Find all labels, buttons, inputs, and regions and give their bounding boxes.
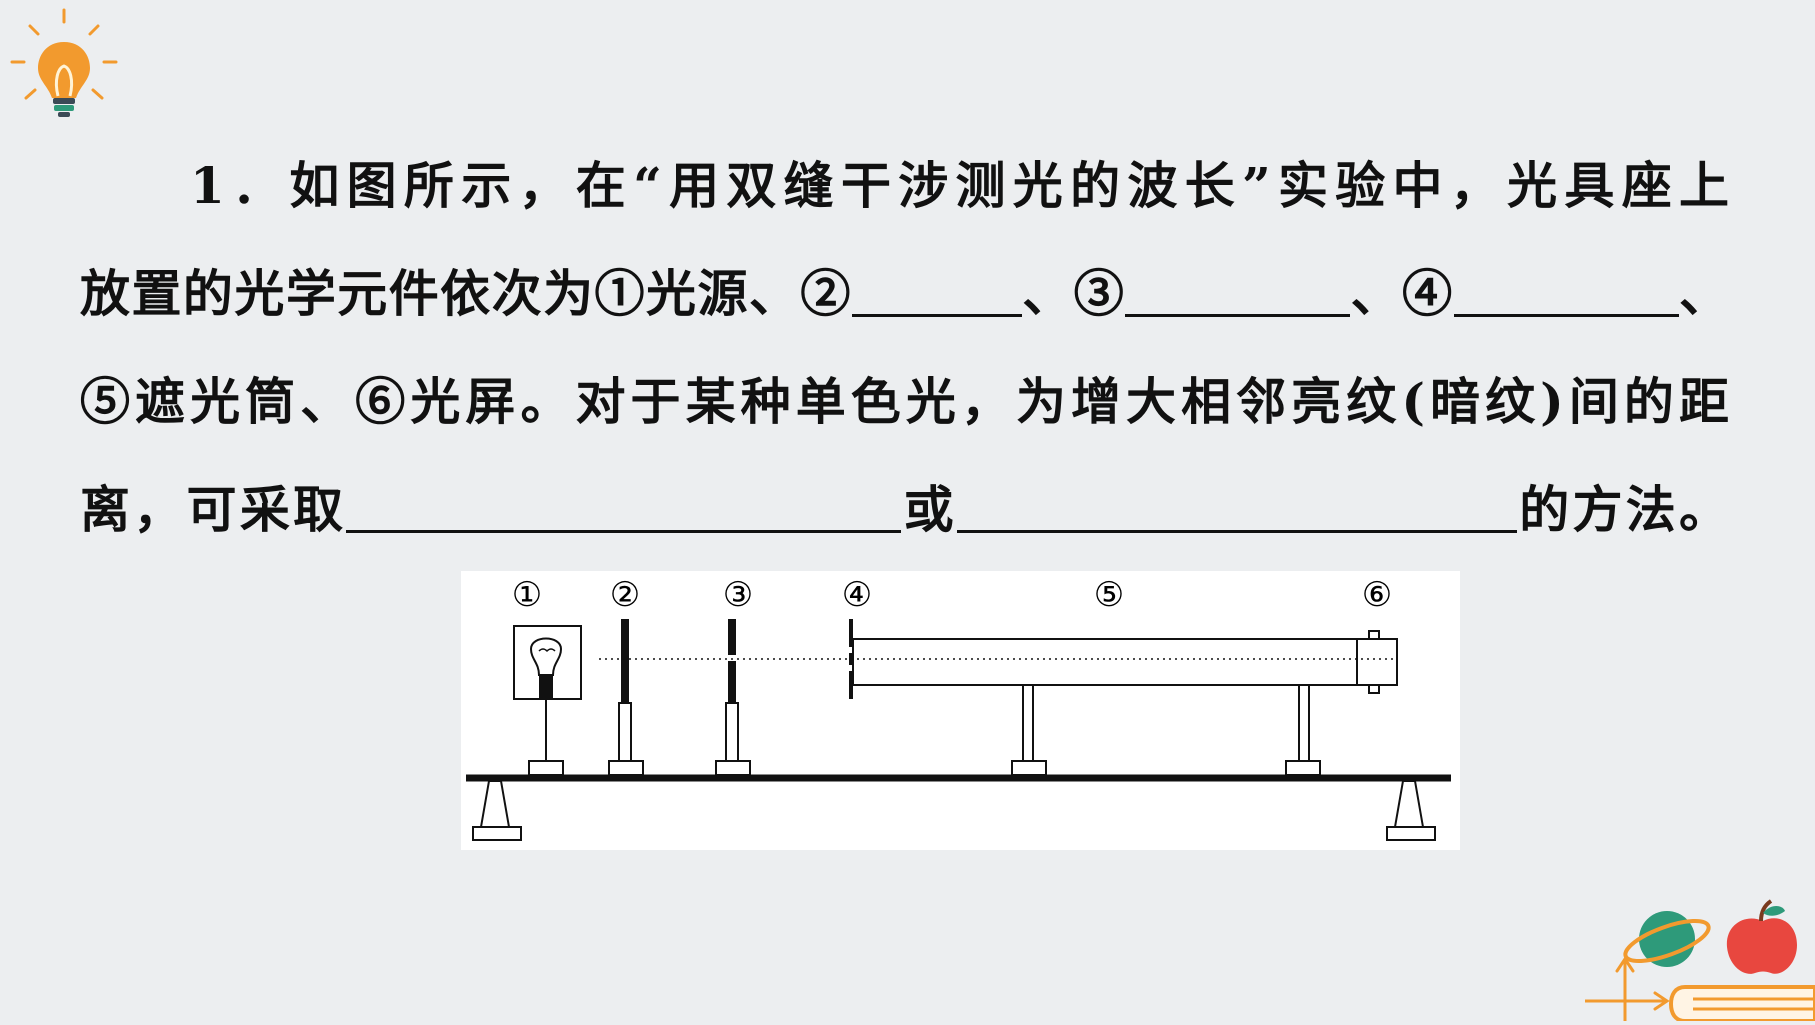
question-line-1: 1．如图所示，在“用双缝干涉测光的波长”实验中，光具座上: [190, 156, 1730, 215]
label-screen: ⑥: [1362, 575, 1392, 615]
answer-blank-method-2[interactable]: [956, 470, 1517, 533]
label-tube: ⑤: [1094, 575, 1124, 615]
planet-apple-books-icon: [1583, 891, 1815, 1023]
label-single-slit: ③: [723, 575, 753, 615]
question-line-2: 放置的光学元件依次为①光源、②、③、④、: [80, 240, 1730, 348]
bulb-base: [539, 674, 553, 698]
shade-tube: [852, 638, 1358, 686]
answer-blank-3[interactable]: [1125, 254, 1351, 317]
answer-blank-4[interactable]: [1453, 254, 1679, 317]
answer-blank-2[interactable]: [851, 254, 1022, 317]
question-number: 1．: [190, 156, 290, 215]
label-light-source: ①: [512, 575, 542, 615]
label-filter: ②: [610, 575, 640, 615]
question-text: 1．如图所示，在“用双缝干涉测光的波长”实验中，光具座上 放置的光学元件依次为①…: [80, 132, 1730, 564]
bulb-shape: [529, 637, 563, 676]
question-line-4: 离，可采取或的方法。: [80, 456, 1730, 564]
label-double-slit: ④: [842, 575, 872, 615]
answer-blank-method-1[interactable]: [346, 470, 902, 533]
question-line-3: ⑤遮光筒、⑥光屏。对于某种单色光，为增大相邻亮纹(暗纹)间的距: [80, 372, 1730, 431]
apparatus-figure: ① ② ③ ④ ⑤ ⑥: [461, 571, 1460, 850]
lightbulb-icon: [8, 8, 120, 126]
